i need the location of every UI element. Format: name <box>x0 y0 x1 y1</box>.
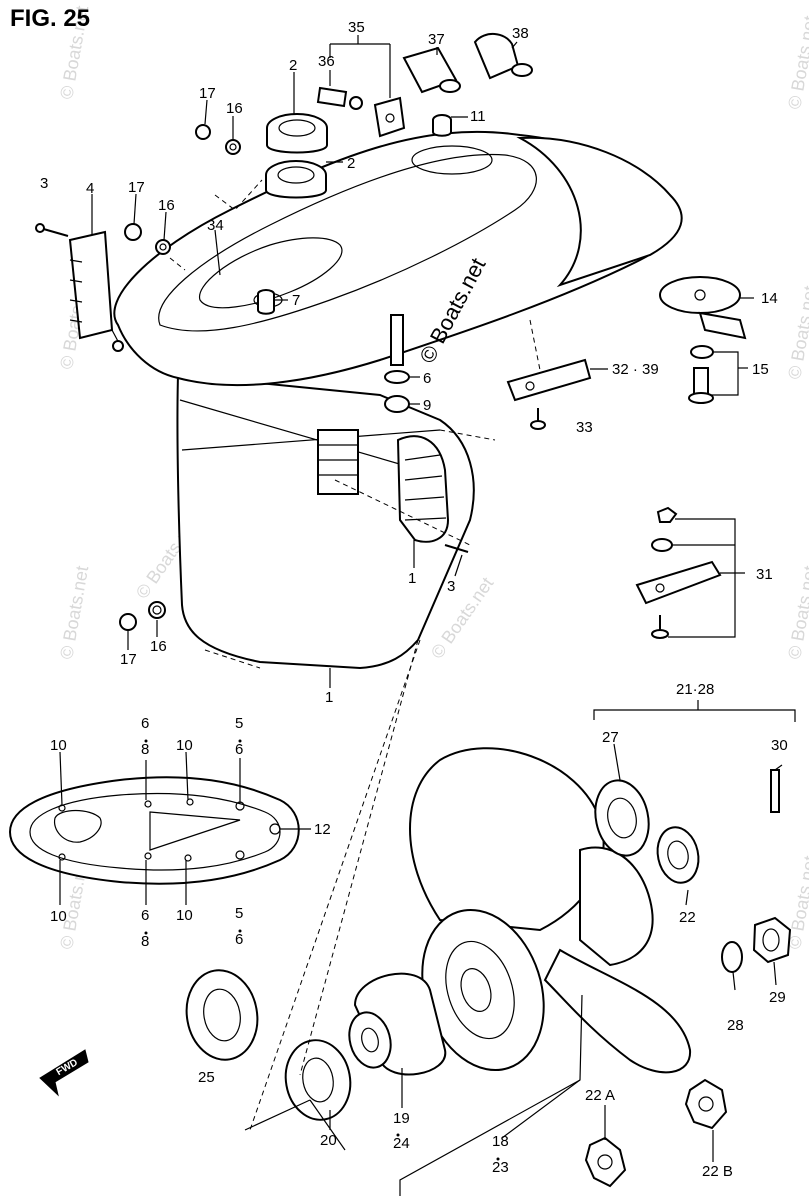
callout-6: 6 <box>141 715 149 732</box>
callout-31: 31 <box>756 566 773 583</box>
callout-22: 22 <box>679 909 696 926</box>
gasket-plate <box>8 776 300 885</box>
callout-3: 3 <box>447 578 455 595</box>
callout-34: 34 <box>207 217 224 234</box>
callout-38: 38 <box>512 25 529 42</box>
callout-22B: 22 B <box>702 1163 733 1180</box>
separator-dots <box>144 739 500 1161</box>
callout-2: 2 <box>289 57 297 74</box>
callout-16: 16 <box>158 197 175 214</box>
callout-36: 36 <box>318 53 335 70</box>
callout-5: 5 <box>235 715 243 732</box>
side-grille <box>396 435 469 553</box>
fasteners <box>119 33 533 631</box>
callout-17: 17 <box>128 179 145 196</box>
bearings <box>265 113 328 199</box>
callout-2: 2 <box>347 155 355 172</box>
callout-30: 30 <box>771 737 788 754</box>
callout-32-39: 32 · 39 <box>612 361 659 378</box>
callout-8: 8 <box>141 741 149 758</box>
callout-10: 10 <box>50 908 67 925</box>
prop-hardware <box>584 769 792 1188</box>
callout-28: 28 <box>727 1017 744 1034</box>
anode <box>506 358 592 430</box>
callout-14: 14 <box>761 290 778 307</box>
thrust-washers <box>185 969 352 1121</box>
anode-31 <box>635 506 722 639</box>
callout-4: 4 <box>86 180 94 197</box>
callout-17: 17 <box>199 85 216 102</box>
callout-21-28: 21·28 <box>676 681 714 698</box>
callout-11: 11 <box>470 108 486 125</box>
callout-23: 23 <box>492 1159 509 1176</box>
callout-22A: 22 A <box>585 1087 615 1104</box>
prop-bushing <box>348 972 447 1076</box>
callout-29: 29 <box>769 989 786 1006</box>
forward-arrow-icon: FWD <box>39 1049 89 1097</box>
callout-24: 24 <box>393 1135 410 1152</box>
callout-17: 17 <box>120 651 137 668</box>
callout-12: 12 <box>314 821 331 838</box>
trim-tab <box>659 276 747 404</box>
callout-25: 25 <box>198 1069 215 1086</box>
callout-10: 10 <box>176 737 193 754</box>
callout-15: 15 <box>752 361 769 378</box>
callout-8: 8 <box>141 933 149 950</box>
water-inlet-grille <box>35 223 124 352</box>
callout-1: 1 <box>325 689 333 706</box>
callout-9: 9 <box>423 397 431 414</box>
callout-6: 6 <box>235 741 243 758</box>
watermark-faint: © Boats.net <box>56 564 92 660</box>
callout-6: 6 <box>235 931 243 948</box>
watermark-faint: © Boats.net <box>784 564 809 660</box>
leader-lines <box>59 35 796 1196</box>
callout-20: 20 <box>320 1132 337 1149</box>
callout-7: 7 <box>292 292 300 309</box>
callout-6: 6 <box>423 370 431 387</box>
callout-27: 27 <box>602 729 619 746</box>
callout-33: 33 <box>576 419 593 436</box>
callout-6: 6 <box>141 907 149 924</box>
callout-19: 19 <box>393 1110 410 1127</box>
callout-16: 16 <box>226 100 243 117</box>
watermark-faint: © Boats.net <box>784 14 809 110</box>
callout-3: 3 <box>40 175 48 192</box>
callout-37: 37 <box>428 31 445 48</box>
callout-10: 10 <box>176 907 193 924</box>
callouts: 35 37 38 2 36 17 16 11 2 3 4 17 16 34 7 … <box>40 19 788 1180</box>
callout-10: 10 <box>50 737 67 754</box>
callout-5: 5 <box>235 905 243 922</box>
watermark-faint: © Boats.net <box>784 284 809 380</box>
callout-1: 1 <box>408 570 416 587</box>
propeller <box>409 747 692 1074</box>
callout-16: 16 <box>150 638 167 655</box>
figure-title: FIG. 25 <box>10 5 90 32</box>
callout-18: 18 <box>492 1133 509 1150</box>
callout-35: 35 <box>348 19 365 36</box>
